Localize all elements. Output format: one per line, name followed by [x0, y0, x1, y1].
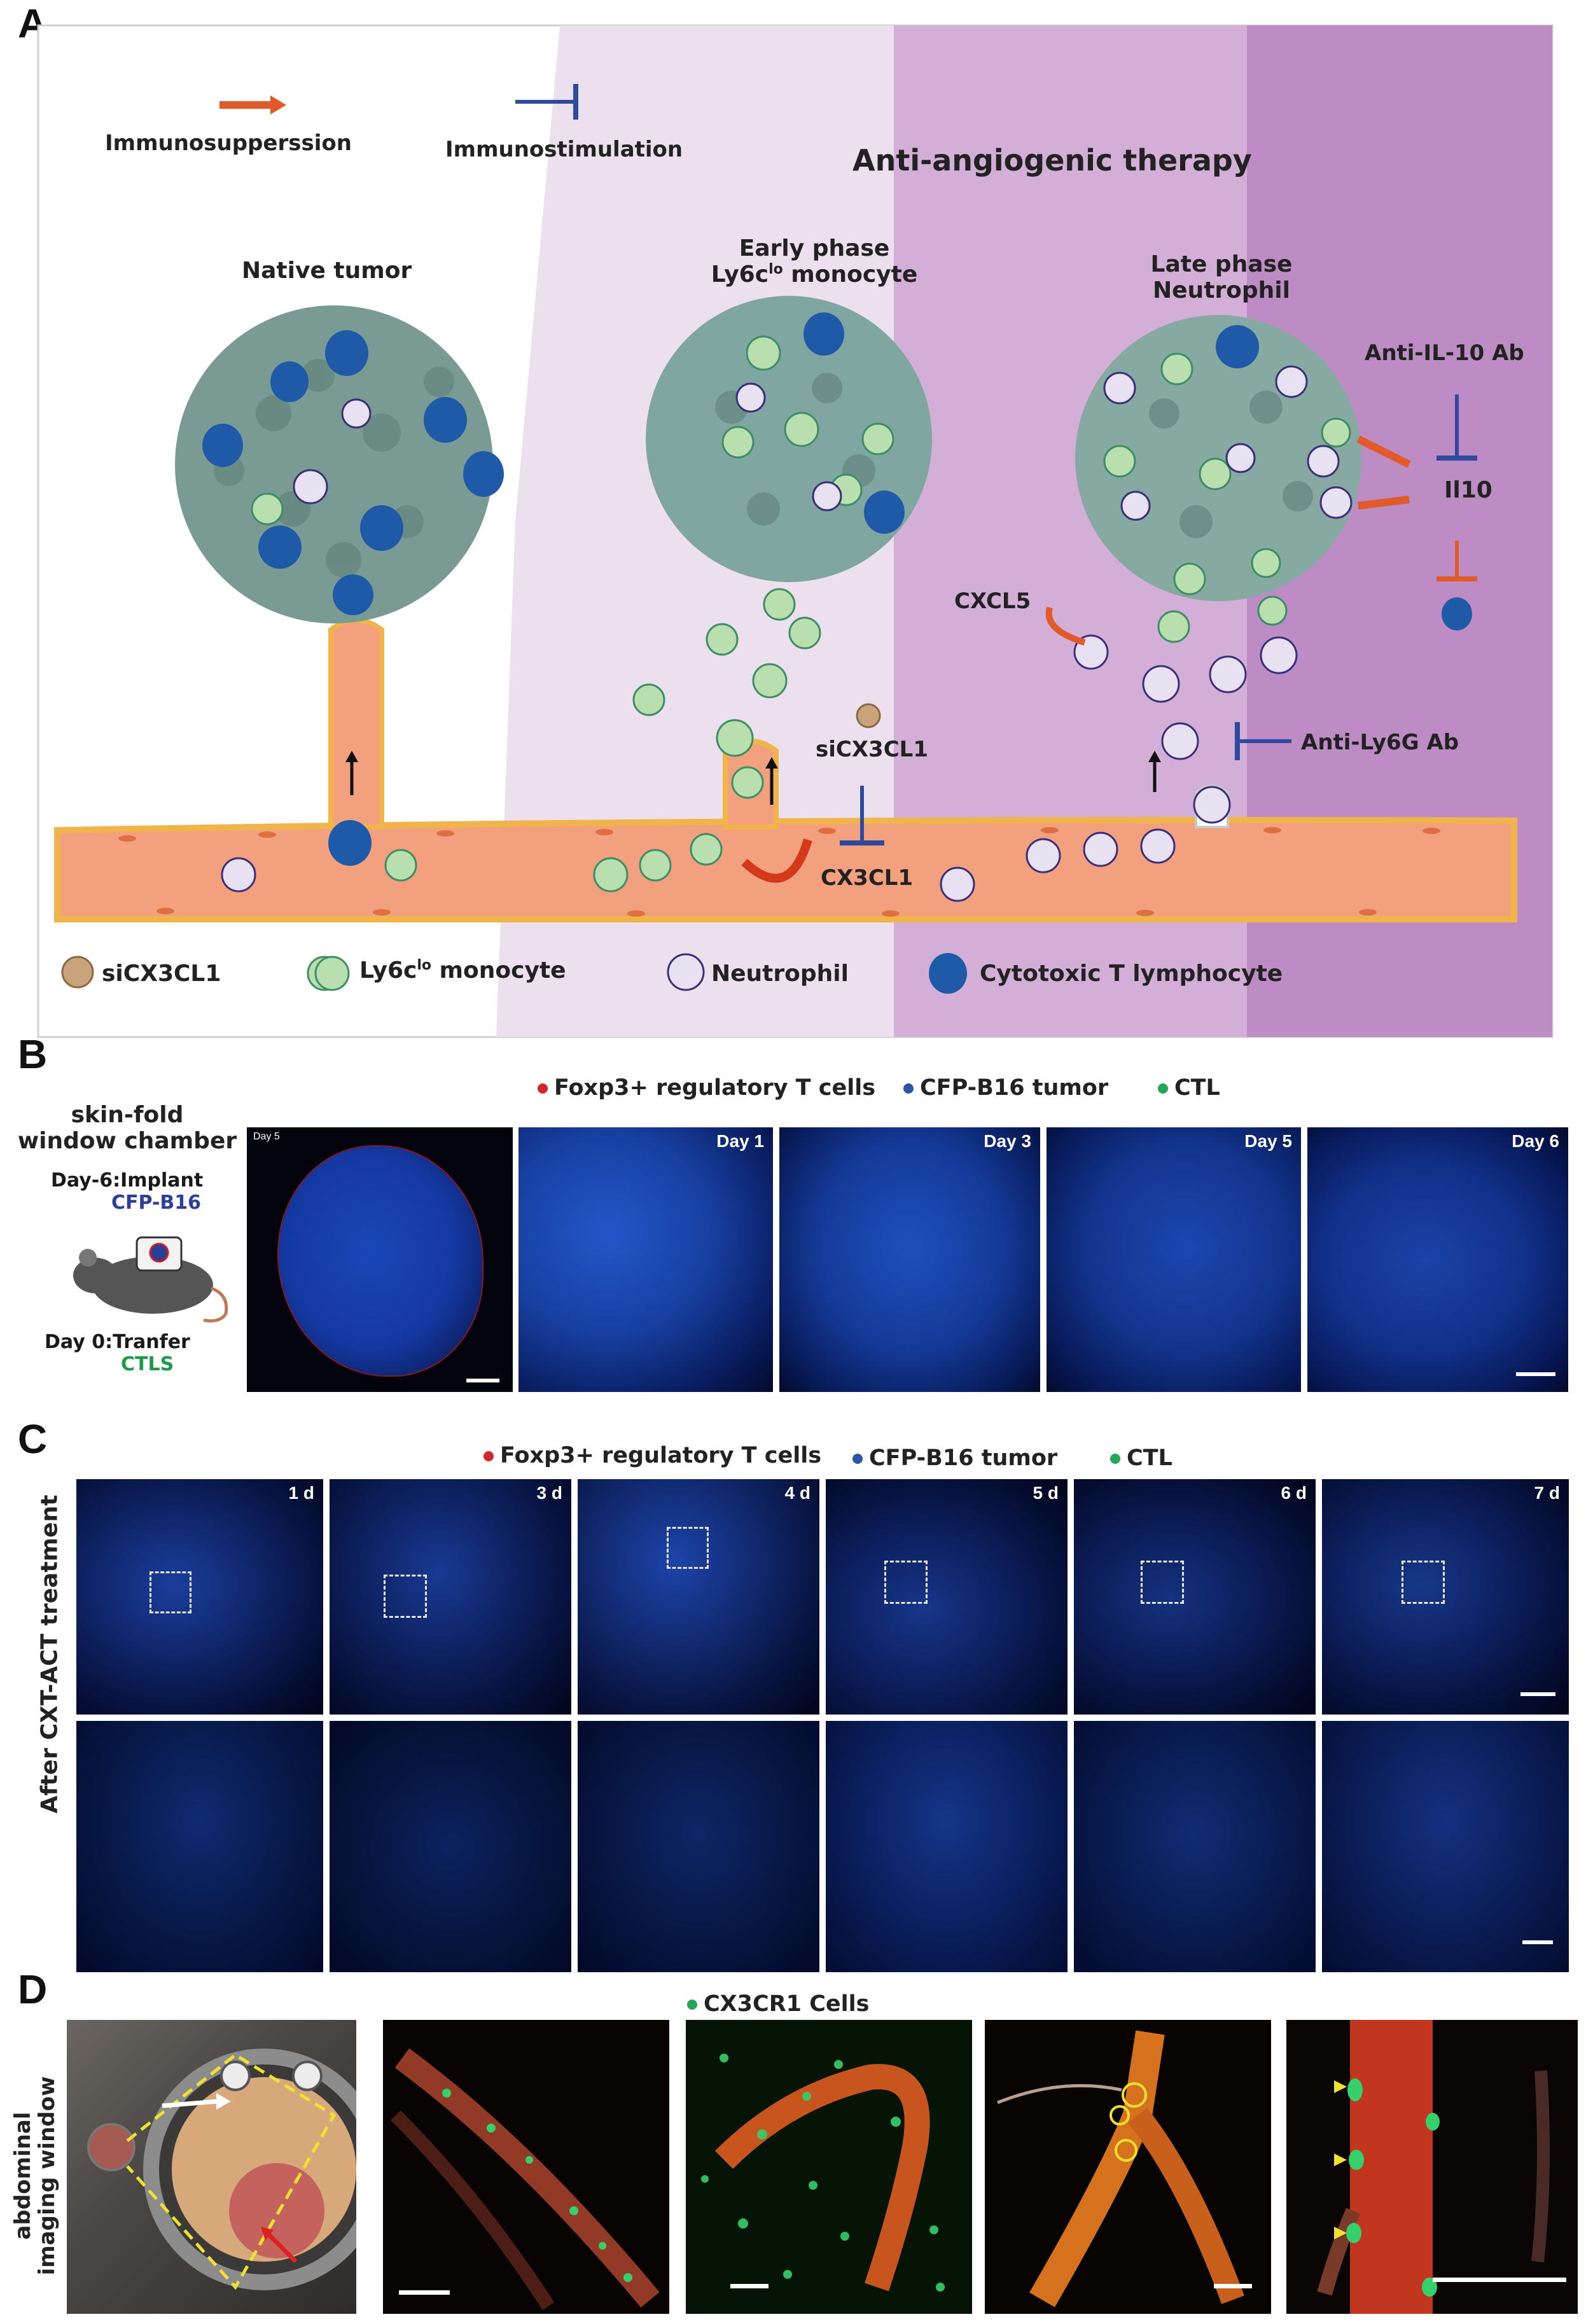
c-day-label-3: 3 d [536, 1483, 562, 1503]
legend-sicx3cl1: siCX3CL1 [102, 961, 221, 987]
legend-neutrophil: Neutrophil [711, 961, 849, 987]
legend-immunosuppression: Immunosupperssion [105, 130, 352, 156]
panel-letter-d: D [18, 1966, 48, 2012]
b-day-label-5: Day 5 [1244, 1131, 1292, 1151]
legend-b-ctl: CTL [1158, 1075, 1220, 1101]
c-day-label-6: 6 d [1281, 1483, 1307, 1503]
panel-letter-b: B [18, 1031, 48, 1077]
window-chamber-overview: Day 5 [247, 1127, 513, 1392]
c-zoom-7d [1322, 1721, 1569, 1972]
c-day-label-1: 1 d [288, 1483, 314, 1503]
c-side-label: After CXT-ACT treatment [36, 1494, 63, 1814]
b-day-label-1: Day 1 [716, 1131, 764, 1151]
vessel-drawing-4 [1317, 2020, 1566, 2314]
c-zoom-4d [578, 1721, 819, 1972]
c-zoom-6d [1074, 1721, 1316, 1972]
label-cx3cl1: CX3CL1 [821, 865, 914, 891]
c-top-7d: 7 d [1322, 1479, 1569, 1715]
label-anti-ly6g: Anti-Ly6G Ab [1301, 730, 1459, 755]
legend-c-ctl: CTL [1110, 1445, 1172, 1471]
c-zoom-1d [76, 1721, 323, 1972]
native-tumor-mass [175, 305, 493, 623]
scale-bar [1520, 1692, 1555, 1696]
stage-native-label: Native tumor [242, 258, 412, 284]
scale-bar [1516, 1372, 1555, 1376]
scale-bar [466, 1379, 499, 1382]
label-cxcl5: CXCL5 [954, 588, 1031, 614]
legend-b-treg: Foxp3+ regulatory T cells [538, 1075, 875, 1101]
bg-mid [894, 25, 1247, 1037]
zoom-box [1141, 1561, 1184, 1604]
panel-letter-c: C [18, 1416, 48, 1462]
zoom-box [667, 1527, 709, 1569]
schematic-title: skin-fold window chamber [17, 1102, 237, 1154]
b-day1-image: Day 1 [518, 1127, 773, 1392]
c-top-4d: 4 d [578, 1479, 819, 1715]
scale-bar [1214, 2284, 1252, 2288]
b-day-label-6: Day 6 [1512, 1131, 1559, 1151]
red-arrow [267, 2233, 298, 2264]
native-vessel-sprout [328, 618, 384, 830]
legend-c-tumor: CFP-B16 tumor [852, 1445, 1057, 1471]
legend-ctl: Cytotoxic T lymphocyte [980, 961, 1283, 987]
skinfold-schematic: skin-fold window chamber Day-6:Implant C… [13, 1094, 242, 1387]
b-day6-image: Day 6 [1307, 1127, 1568, 1392]
scale-bar [399, 2290, 450, 2295]
mouse-icon [73, 1236, 228, 1323]
c-day-label-4: 4 d [784, 1483, 810, 1503]
c-top-6d: 6 d [1074, 1479, 1316, 1715]
zoom-box [884, 1561, 928, 1604]
overview-day-label: Day 5 [253, 1131, 280, 1142]
legend-b-tumor: CFP-B16 tumor [903, 1075, 1108, 1101]
schematic-step2: Day 0:Tranfer CTLS [45, 1331, 190, 1375]
therapy-title: Anti-angiogenic therapy [852, 143, 1252, 177]
c-day-label-7: 7 d [1534, 1483, 1560, 1503]
scale-bar [730, 2284, 769, 2288]
d-vessel-image-2 [686, 2020, 972, 2314]
abdominal-window-photo [67, 2020, 356, 2314]
b-day3-image: Day 3 [779, 1127, 1040, 1392]
cxcl5-arrow [1045, 606, 1086, 646]
zoom-box [150, 1571, 191, 1613]
bg-late [1247, 25, 1552, 1037]
legend-immunostimulation: Immunostimulation [445, 137, 683, 162]
arrowhead-icon [1334, 2227, 1347, 2239]
zoom-box [1402, 1561, 1445, 1604]
schematic-step1: Day-6:Implant CFP-B16 [51, 1169, 204, 1214]
d-vessel-image-3 [985, 2020, 1271, 2314]
vessel-drawing-2 [701, 2054, 945, 2292]
c-top-5d: 5 d [826, 1479, 1068, 1715]
scale-bar [1522, 1940, 1553, 1944]
b-day5-image: Day 5 [1047, 1127, 1301, 1392]
d-vessel-image-4 [1286, 2020, 1578, 2314]
c-zoom-5d [826, 1721, 1068, 1972]
window-photo-drawing [87, 2049, 356, 2290]
arrowhead-icon [1334, 2080, 1347, 2093]
legend-c-treg: Foxp3+ regulatory T cells [483, 1443, 821, 1468]
vessel-drawing-3 [997, 2030, 1252, 2307]
label-anti-il10: Anti-IL-10 Ab [1365, 340, 1524, 366]
label-il10: Il10 [1444, 477, 1492, 503]
stage-early-label: Early phase Ly6clo monocyte [711, 235, 918, 288]
b-day-label-3: Day 3 [984, 1131, 1031, 1151]
il10-arrow-1 [1356, 435, 1411, 468]
legend-d-cx3cr1: CX3CR1 Cells [687, 1991, 869, 2017]
c-top-1d: 1 d [76, 1479, 323, 1715]
d-side-label: abdominal imaging window [10, 2076, 60, 2276]
arrowhead-icon [1334, 2154, 1347, 2166]
c-top-3d: 3 d [330, 1479, 571, 1715]
white-arrow [162, 2099, 219, 2108]
panel-a-illustration [37, 24, 1554, 1038]
legend-monocyte: Ly6clo monocyte [359, 957, 566, 984]
scale-bar [1433, 2278, 1566, 2282]
vessel-drawing-1 [391, 2048, 660, 2310]
zoom-box [384, 1575, 427, 1618]
c-day-label-5: 5 d [1033, 1483, 1059, 1503]
stage-late-label: Late phase Neutrophil [1150, 251, 1293, 303]
c-zoom-3d [330, 1721, 571, 1972]
label-sicx3cl1: siCX3CL1 [816, 737, 928, 762]
d-vessel-image-1 [383, 2020, 669, 2314]
